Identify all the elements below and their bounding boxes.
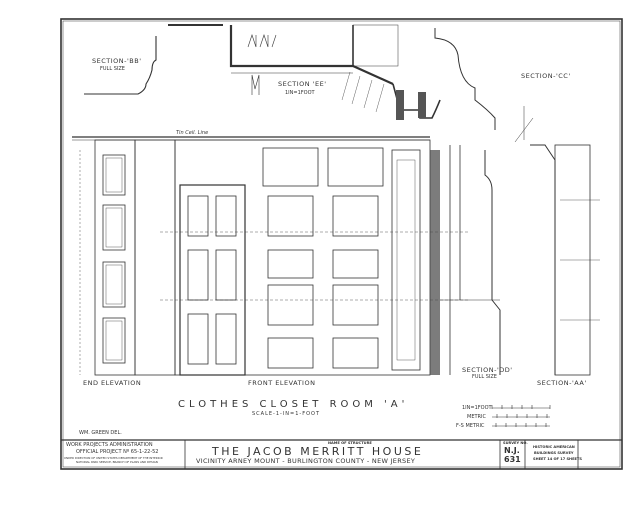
agency-note-1: UNDER DIRECTION OF UNITED STATES DEPARTM… bbox=[64, 456, 163, 460]
title-block-lines bbox=[61, 439, 622, 469]
scale-bars bbox=[491, 405, 551, 427]
ceiling-line-note: Tin Ceil. Line bbox=[176, 130, 209, 136]
section-ee bbox=[168, 24, 399, 113]
survey-number: 631 bbox=[504, 455, 521, 464]
section-bb-profile bbox=[84, 36, 157, 95]
section-bb-scale: FULL SIZE bbox=[100, 66, 125, 72]
agency: WORK PROJECTS ADMINISTRATION bbox=[66, 442, 153, 448]
project-number: OFFICIAL PROJECT Nº 65-1-22-52 bbox=[76, 449, 159, 455]
delineator: WM. GREEN DEL. bbox=[79, 430, 122, 436]
section-dd bbox=[430, 145, 501, 375]
structure-location: VICINITY ARNEY MOUNT - BURLINGTON COUNTY… bbox=[196, 457, 416, 465]
sheet-number: SHEET 14 OF 17 SHEETS bbox=[533, 457, 583, 461]
section-cc-profile bbox=[434, 28, 496, 130]
survey-state: N.J. bbox=[504, 446, 520, 455]
end-elevation bbox=[79, 139, 176, 376]
section-cc-label: SECTION-'CC' bbox=[521, 72, 571, 80]
section-ee-label: SECTION 'EE' bbox=[278, 80, 327, 88]
drawing-title: CLOTHES CLOSET ROOM 'A' bbox=[178, 399, 409, 410]
agency-note-2: NATIONAL PARK SERVICE, BRANCH OF PLANS A… bbox=[76, 460, 158, 464]
section-bb-label: SECTION-'BB' bbox=[92, 57, 142, 65]
scale-bar-label-metric: METRIC bbox=[467, 414, 486, 420]
survey-caption: SURVEY NO. bbox=[503, 441, 528, 445]
habs-line-2: BUILDINGS SURVEY bbox=[534, 451, 574, 455]
sheet-border bbox=[60, 18, 623, 470]
section-dd-label: SECTION-'DD' bbox=[462, 366, 513, 374]
section-aa bbox=[530, 144, 600, 376]
structure-name: THE JACOB MERRITT HOUSE bbox=[212, 445, 424, 458]
section-dd-scale: FULL SIZE bbox=[472, 374, 497, 380]
section-ee-scale: 1IN=1FOOT bbox=[285, 90, 315, 96]
drawing-scale: SCALE-1-IN=1-FOOT bbox=[252, 411, 321, 417]
scale-bar-label-fs-metric: F-S METRIC bbox=[456, 423, 485, 429]
section-aa-label: SECTION-'AA' bbox=[537, 379, 587, 387]
name-caption: NAME OF STRUCTURE bbox=[328, 441, 372, 445]
scale-bar-label-imperial: 1IN=1FOOT bbox=[462, 405, 492, 411]
front-elevation bbox=[160, 139, 470, 376]
end-elevation-label: END ELEVATION bbox=[83, 379, 142, 387]
front-elevation-label: FRONT ELEVATION bbox=[248, 379, 316, 387]
habs-line-1: HISTORIC AMERICAN bbox=[533, 445, 575, 449]
